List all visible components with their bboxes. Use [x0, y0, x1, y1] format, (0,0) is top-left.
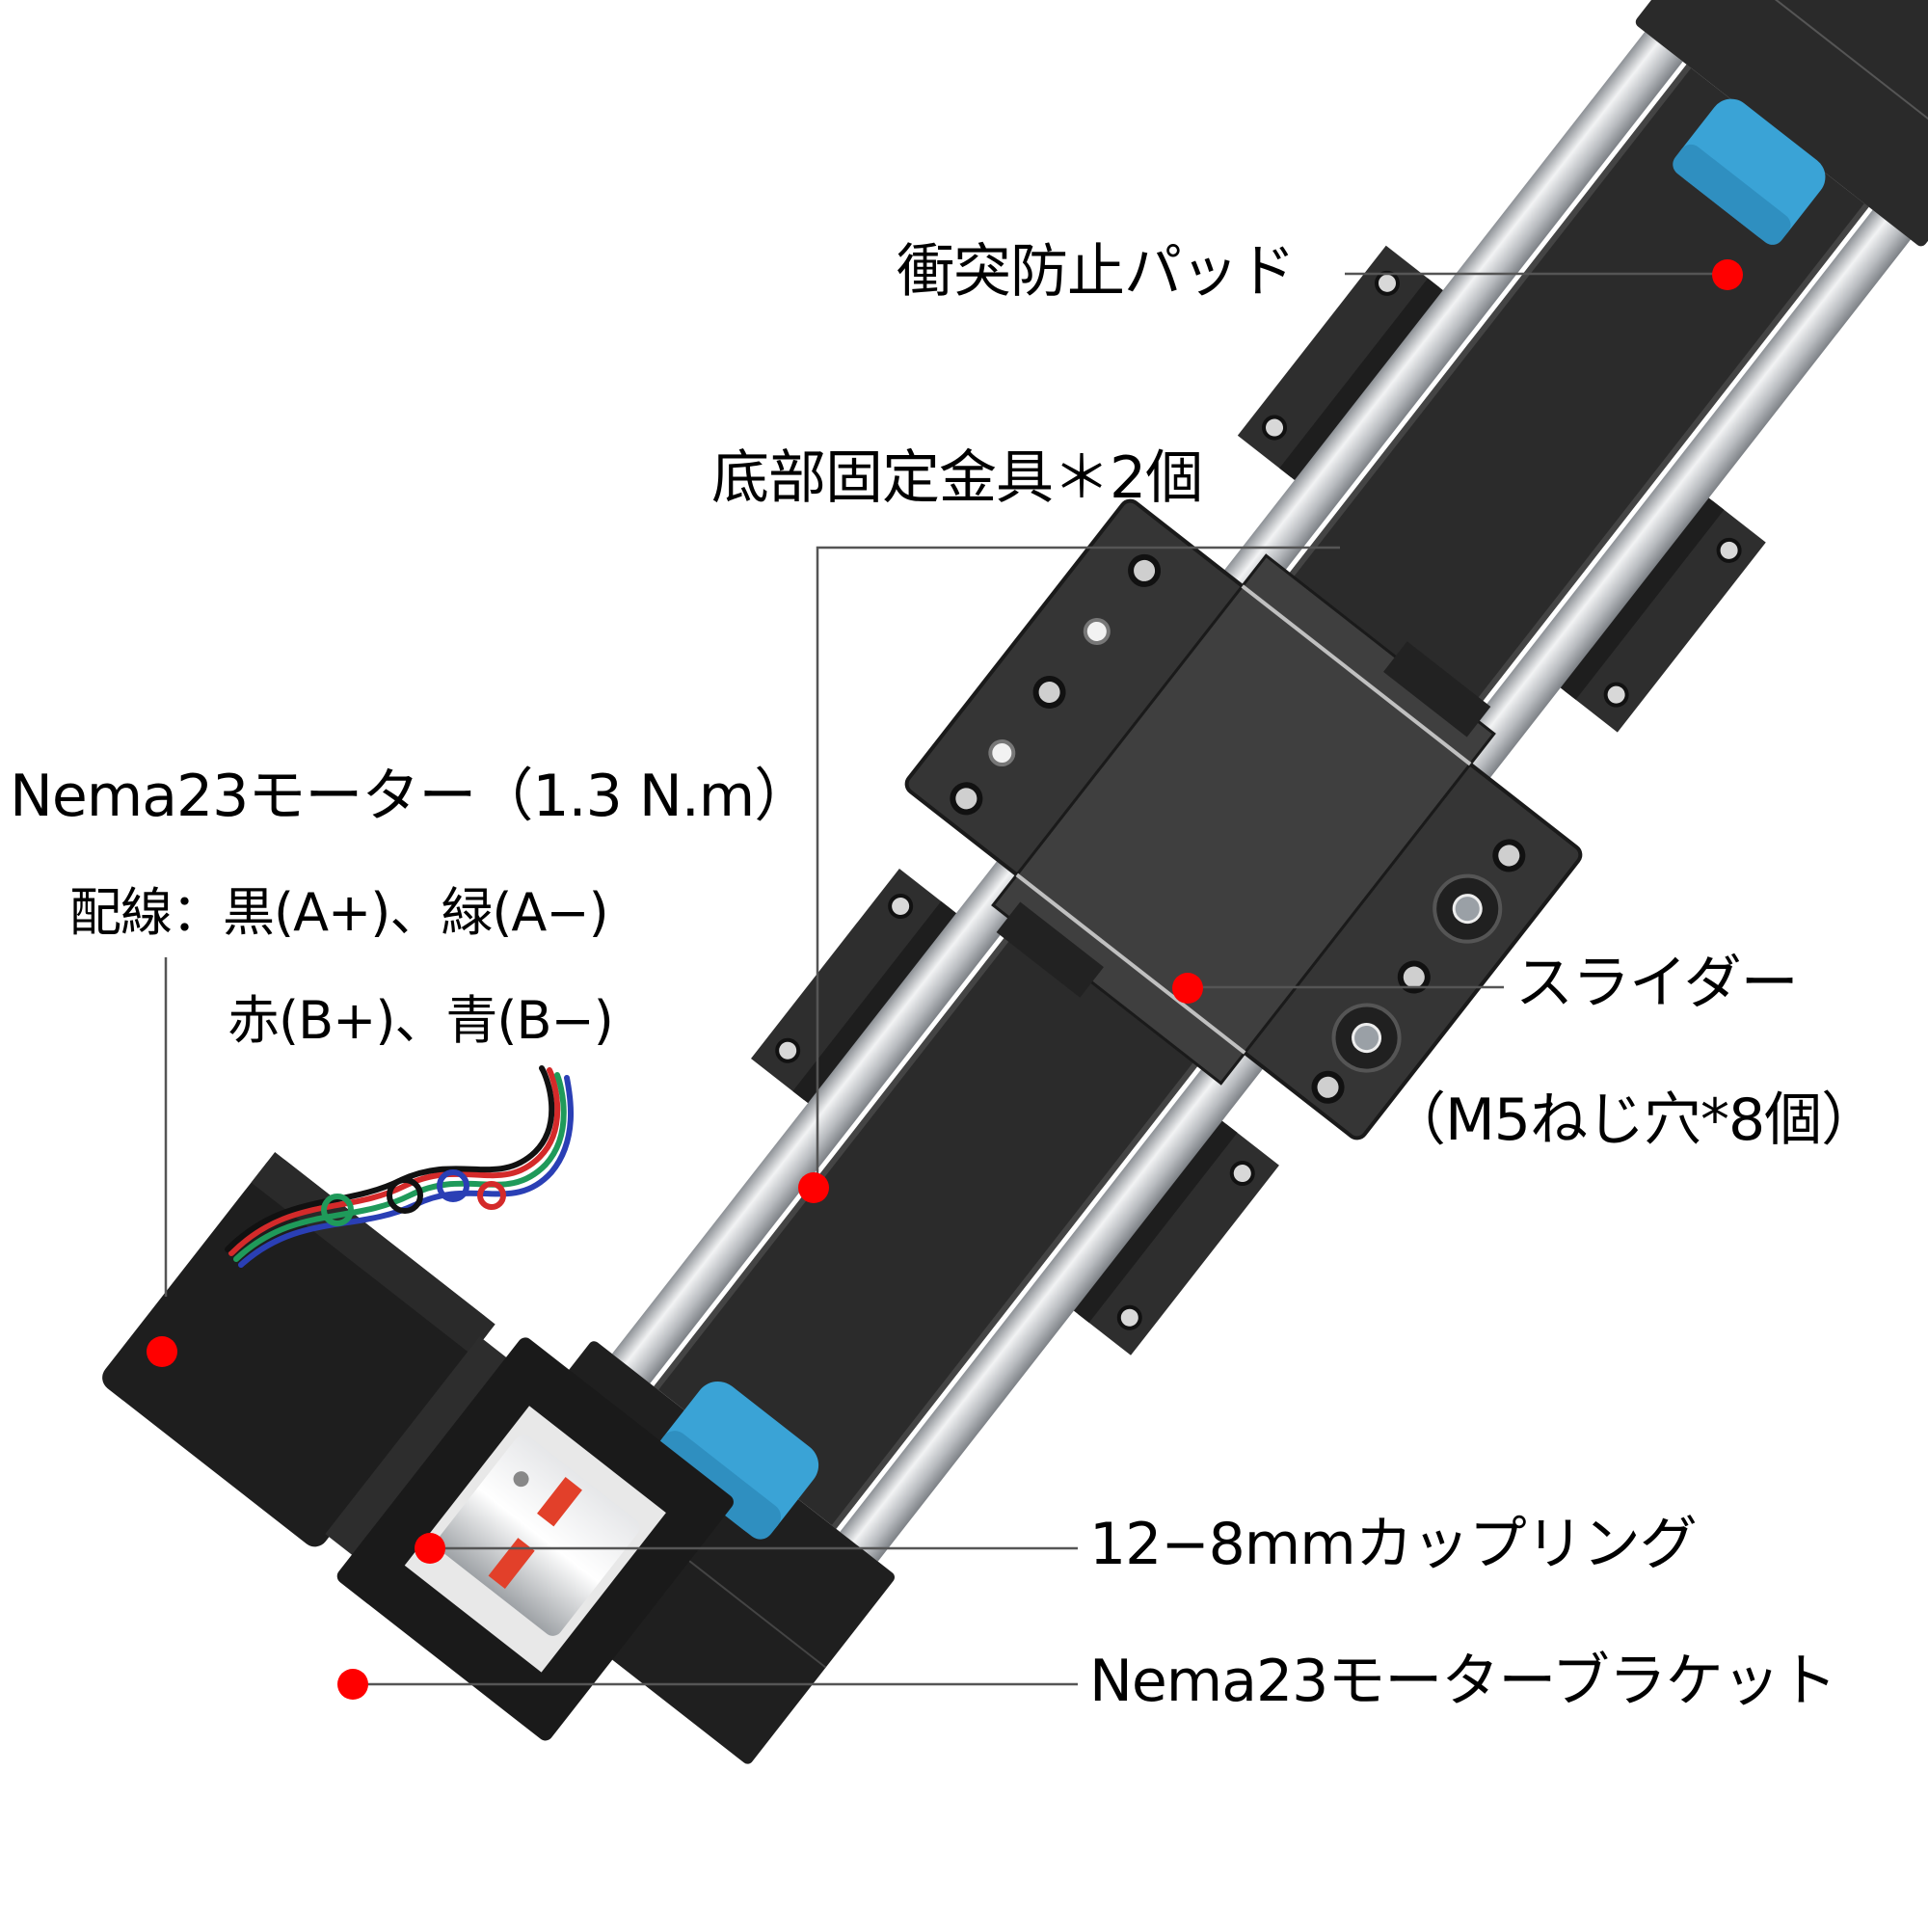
- mounting-bracket-upper: [1237, 245, 1766, 733]
- leader-lines: [164, 272, 1726, 1686]
- marker-motor: [147, 1336, 177, 1367]
- label-slider-note: （M5ねじ穴*8個）: [1388, 1087, 1879, 1154]
- label-wiring-line2: 赤(B+)、青(B−): [228, 990, 614, 1051]
- label-motor-bracket: Nema23モーターブラケット: [1089, 1648, 1837, 1715]
- bottom-bumper-pad: [657, 1381, 819, 1536]
- shaft-coupling: [437, 1435, 640, 1636]
- leader-bracket: [816, 546, 1340, 1176]
- slider-carriage: [904, 498, 1583, 1140]
- label-motor-title: Nema23モーター（1.3 N.m）: [10, 763, 812, 830]
- label-coupling: 12−8mmカップリング: [1089, 1511, 1698, 1578]
- mounting-bracket-lower: [751, 868, 1279, 1355]
- marker-motor-bracket: [337, 1669, 368, 1700]
- marker-bumper-pad: [1712, 259, 1743, 290]
- top-bumper-pad: [1676, 98, 1826, 241]
- marker-bracket: [798, 1172, 829, 1203]
- label-mounting-bracket: 底部固定金具＊2個: [711, 444, 1203, 512]
- marker-slider: [1172, 973, 1203, 1004]
- rail-assembly: [446, 0, 1928, 1764]
- label-slider: スライダー: [1515, 950, 1799, 1017]
- marker-coupling: [415, 1533, 445, 1564]
- motor-wires: [225, 1065, 575, 1268]
- top-end-block: [1635, 0, 1928, 247]
- label-wiring-line1: 配線：黒(A+)、緑(A−): [69, 882, 609, 943]
- callout-markers: [147, 259, 1743, 1700]
- label-bumper-pad: 衝突防止パッド: [897, 238, 1296, 306]
